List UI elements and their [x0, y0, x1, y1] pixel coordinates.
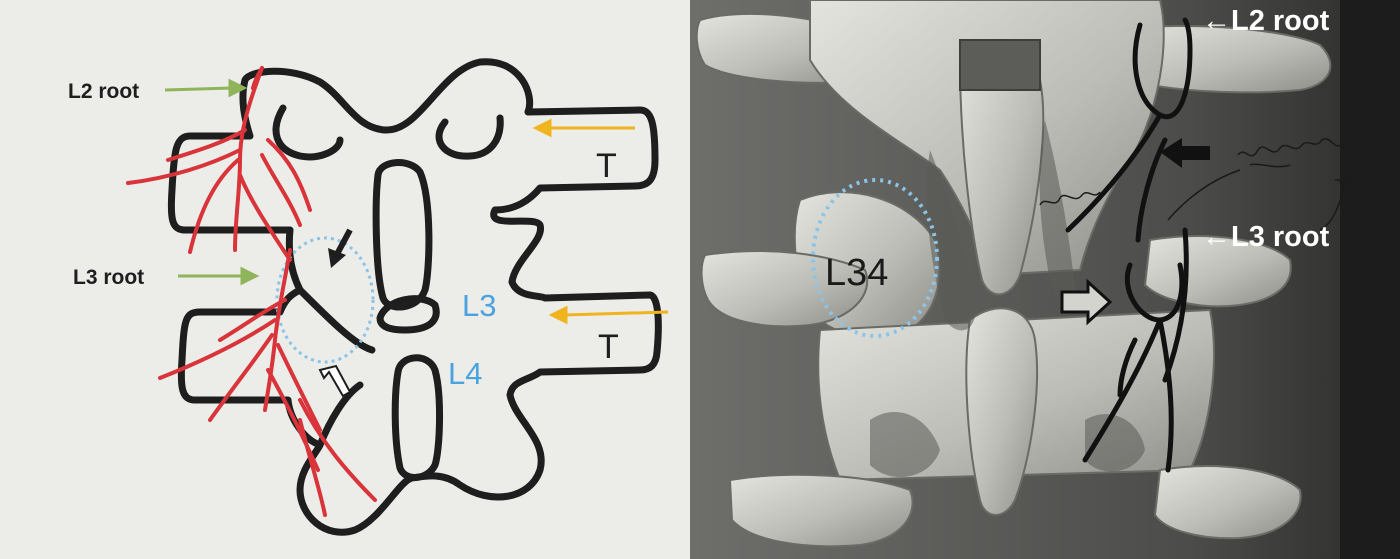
vertebra-outline [167, 58, 662, 536]
drawn-nerve-lines [1065, 17, 1193, 473]
l3-nerve-root [263, 248, 292, 412]
handwritten-scribbles [1039, 138, 1346, 231]
spinous-lower [965, 307, 1039, 516]
level-label-l4: L4 [448, 356, 482, 391]
lower-transverse-left [728, 473, 914, 548]
spine-schematic: L2 root L3 root T T L3 L4 [68, 58, 669, 536]
level-label-l3: L3 [462, 288, 496, 323]
ct-3d-image-panel: ←L2 root ←L3 root L34 [690, 0, 1400, 559]
l3-drawn-root-outer [1135, 137, 1168, 243]
black-solid-arrow [1160, 138, 1210, 168]
bone-shading [870, 120, 1145, 477]
scribble-right-lower [1249, 163, 1291, 168]
l2-root-label: L2 root [68, 80, 139, 103]
upper-facet-right [435, 114, 504, 160]
l2-drawn-root [1132, 17, 1193, 120]
l2-nerve-branch-2 [188, 158, 240, 254]
hollow-outline-arrow [1060, 278, 1113, 326]
l2-pointer-line [164, 86, 233, 92]
ct-l2-root-label: ←L2 root [1202, 5, 1330, 37]
left-schematic-panel: L2 root L3 root T T L3 L4 [0, 0, 690, 559]
yellow-transverse-arrows [532, 118, 669, 325]
l3-nerve-branch-3 [276, 343, 322, 432]
interlaminar-gap [376, 295, 440, 334]
l2-nerve-upper-tail [251, 66, 264, 90]
upper-vertebra-outline [167, 58, 662, 536]
spinous-process-lower [391, 354, 443, 481]
lower-transverse-line [563, 310, 669, 317]
l3-drawn-branch-2 [1157, 317, 1174, 473]
spinous-process-upper [372, 159, 433, 311]
lamina-l4 [316, 381, 364, 449]
ct-3d-image: ←L2 root ←L3 root L34 [690, 0, 1400, 559]
l2-pointer-head [228, 78, 248, 98]
l2-drawn-branch [1065, 112, 1163, 233]
transverse-label-lower: T [598, 328, 619, 366]
green-pointer-arrows [164, 78, 260, 286]
l3-nerve-branch-6 [298, 398, 377, 502]
black-arrow [328, 228, 353, 268]
lower-transverse-right [1153, 465, 1302, 540]
l3-nerve-branch-2 [208, 333, 274, 422]
l3-drawn-tail [1117, 337, 1138, 398]
l2-nerve-branch-4 [260, 153, 302, 227]
l3-root-label: L3 root [73, 266, 144, 289]
l2-nerve-branch-5 [166, 128, 247, 162]
l3-nerve-branch-4 [266, 368, 320, 472]
ct-l34-label: L34 [825, 252, 888, 294]
l3-pointer-head [240, 266, 260, 286]
ct-l3-root-label: ←L3 root [1202, 221, 1330, 253]
annotation-leader-line-right [1319, 179, 1346, 231]
scribble-right [1237, 138, 1341, 157]
l3-drawn-branch-3 [1162, 227, 1189, 383]
upper-facet-left [272, 104, 344, 161]
l3-nerve-branch-1 [158, 318, 277, 380]
l3-nerve-branch-5 [218, 298, 287, 342]
transverse-label-upper: T [596, 147, 617, 185]
l2-nerve-branch-1 [126, 148, 242, 185]
annotation-j-mark [1334, 178, 1344, 196]
facet-dotted-circle [275, 236, 375, 364]
upper-transverse-process-right [1118, 24, 1332, 94]
ct-dark-edge [1340, 0, 1400, 559]
nerve-branches [126, 66, 377, 517]
upper-transverse-head [532, 118, 552, 138]
lamina-l3 [296, 286, 376, 354]
dark-block [959, 39, 1041, 91]
hollow-arrow [318, 364, 352, 398]
l3-drawn-branch-1 [1082, 317, 1163, 463]
l34-dotted-circle [811, 178, 939, 338]
l2-nerve-branch-3 [238, 173, 292, 262]
annotation-leader-line [1167, 169, 1241, 221]
l2-nerve-branch-6 [266, 138, 312, 212]
lower-transverse-head [548, 305, 568, 325]
scribble-center [1039, 191, 1101, 206]
l3-nerve-branch-7 [298, 418, 327, 517]
